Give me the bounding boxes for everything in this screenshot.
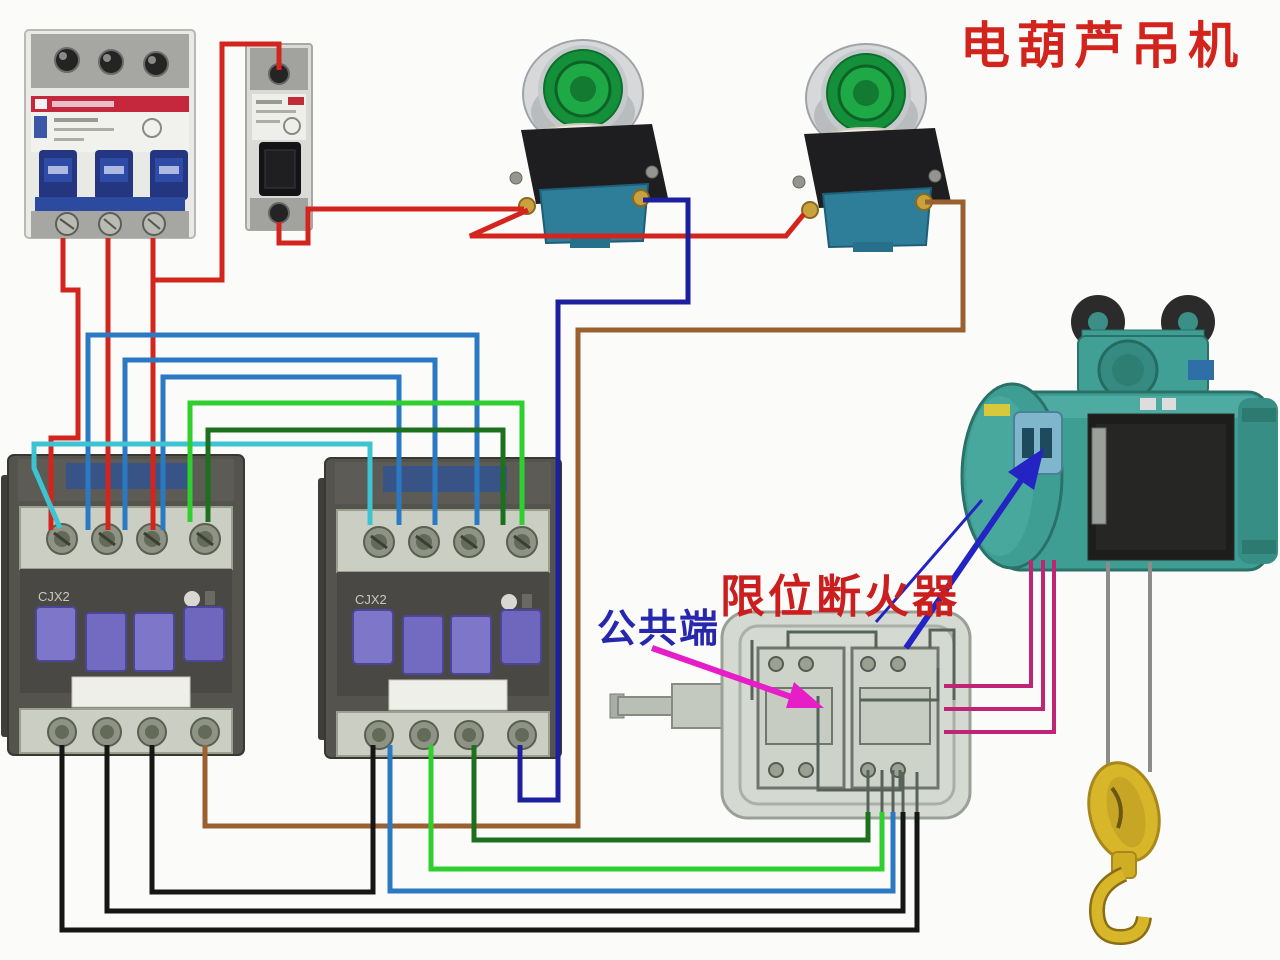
wire-navy [517,197,691,803]
common-terminal-arrow [651,645,824,708]
limit-fire-break-switch [609,610,972,820]
wire-red [468,207,806,239]
wire-blue [160,374,402,530]
wire-brown [202,199,966,829]
wire-cyan [31,441,373,529]
wire-layer [31,41,1056,933]
motor-junction-box [1013,411,1063,475]
wire-black [104,745,906,914]
wire-lgreen [428,745,885,872]
wire-red [153,41,282,283]
common-terminal-label: 公共端 [597,608,721,651]
circuit-breaker-1pole [245,43,313,231]
circuit-breaker-3pole [24,29,196,239]
wire-red [276,206,524,246]
electric-hoist [960,295,1278,796]
wire-dgreen [471,745,871,843]
limit-switch-plunger [617,696,677,716]
contactor-km2 [316,456,563,760]
wire-red [48,238,81,530]
wire-blue [387,745,896,894]
wire-dgreen [205,427,506,525]
diagram-title: 电葫芦吊机 [960,18,1245,74]
wire-black [149,745,376,895]
push-button-2 [791,42,953,254]
motor-pointer-arrow [874,448,1044,650]
wire-magenta [944,560,1056,734]
rope-guide [1091,427,1107,525]
limit-breaker-label: 限位断火器 [720,571,961,622]
wire-magenta [944,560,1045,711]
push-button-1 [508,38,670,250]
lifting-hook [1087,761,1161,945]
wire-lgreen [187,400,525,525]
wire-magenta [944,560,1033,688]
wire-black [59,745,920,933]
limit-switch-internal-traces [750,628,956,812]
breaker-toggles [35,150,188,214]
